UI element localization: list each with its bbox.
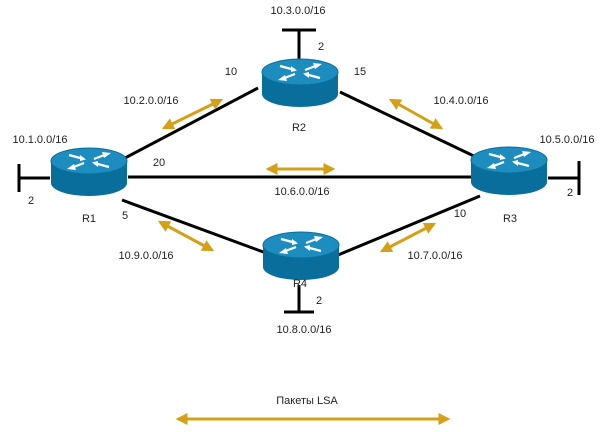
router-r1: R1 — [49, 146, 129, 225]
network-label: 10.9.0.0/16 — [118, 250, 173, 262]
router-r2: R2 — [260, 57, 340, 134]
link-r3-r4 — [337, 194, 481, 257]
network-label: 10.8.0.0/16 — [276, 324, 331, 336]
network-labels: 10.1.0.0/16 10.2.0.0/16 10.3.0.0/16 10.4… — [12, 5, 594, 336]
lsa-arrow-r1-r2 — [161, 98, 224, 130]
router-icon — [49, 146, 129, 198]
network-label: 10.4.0.0/16 — [433, 95, 488, 107]
network-label: 10.5.0.0/16 — [539, 134, 594, 146]
lsa-arrow-r2-r3 — [388, 98, 444, 130]
router-label-r1: R1 — [82, 213, 96, 225]
stub-r3 — [548, 161, 581, 195]
router-icon — [469, 145, 549, 197]
cost-label: 2 — [28, 195, 34, 207]
router-r3: R3 — [469, 145, 549, 225]
stub-r1 — [17, 164, 50, 192]
network-label: 10.6.0.0/16 — [274, 186, 329, 198]
router-icon — [261, 230, 341, 282]
lsa-arrow-r3-r4 — [379, 222, 437, 253]
legend: Пакеты LSA — [175, 395, 451, 425]
lsa-arrows — [157, 98, 444, 253]
router-icon — [260, 57, 340, 109]
stub-r4 — [284, 285, 314, 314]
cost-label: 5 — [122, 210, 128, 222]
cost-label: 2 — [318, 41, 324, 53]
router-label-r4: R4 — [293, 278, 307, 290]
cost-label: 20 — [153, 157, 165, 169]
network-label: 10.1.0.0/16 — [12, 134, 67, 146]
cost-label: 2 — [316, 295, 322, 307]
stub-networks — [17, 28, 581, 314]
cost-label: 15 — [354, 66, 366, 78]
legend-label: Пакеты LSA — [276, 395, 338, 407]
cost-label: 10 — [225, 66, 237, 78]
cost-label: 10 — [454, 208, 466, 220]
lsa-arrow-r1-r4 — [157, 220, 215, 252]
network-label: 10.2.0.0/16 — [123, 95, 178, 107]
link-r1-r4 — [121, 198, 267, 255]
router-label-r2: R2 — [292, 122, 306, 134]
router-label-r3: R3 — [503, 213, 517, 225]
router-r4: R4 — [261, 230, 341, 290]
cost-labels: 2 10 2 15 20 5 10 2 2 — [28, 41, 573, 307]
cost-label: 2 — [567, 187, 573, 199]
network-label: 10.7.0.0/16 — [407, 250, 462, 262]
network-label: 10.3.0.0/16 — [270, 5, 325, 17]
